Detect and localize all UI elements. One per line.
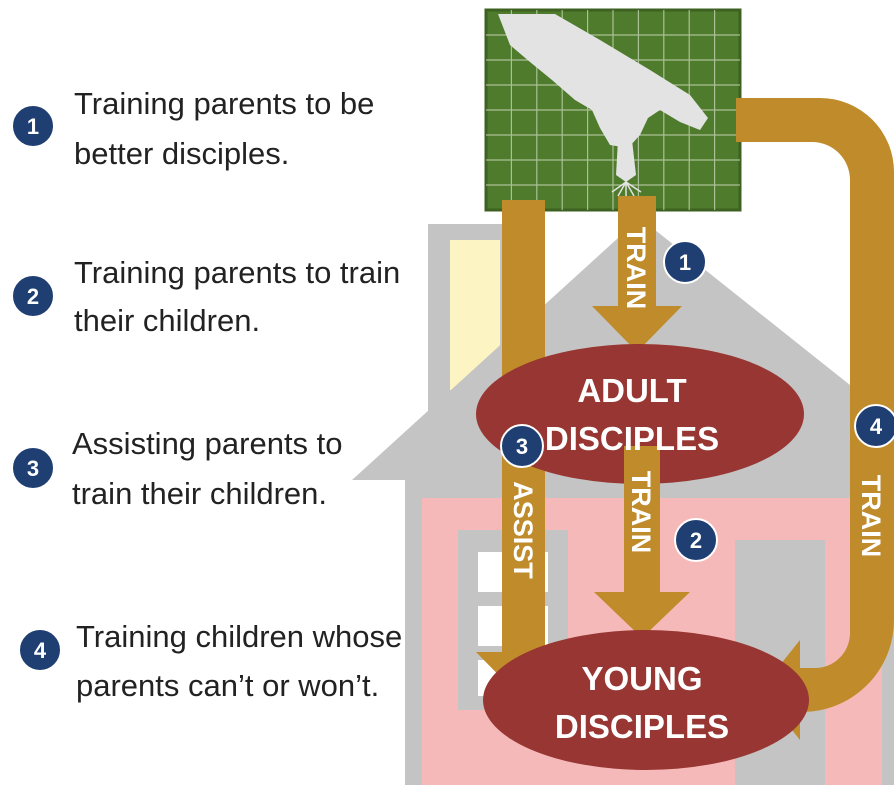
list-item-3-line2: train their children. bbox=[72, 476, 327, 511]
list-item-2-number: 2 bbox=[27, 284, 39, 309]
list-item-4-line1: Training children whose bbox=[76, 619, 402, 654]
list-item-1-line2: better disciples. bbox=[74, 136, 289, 171]
list-item-1-number: 1 bbox=[27, 114, 39, 139]
young-disciples-line1: YOUNG bbox=[581, 660, 702, 697]
young-disciples-line2: DISCIPLES bbox=[555, 708, 729, 745]
list-item-1: 1 Training parents to be better disciple… bbox=[11, 86, 374, 171]
adult-disciples-line2: DISCIPLES bbox=[545, 420, 719, 457]
list-item-2-line2: their children. bbox=[74, 303, 260, 338]
list-item-4: 4 Training children whose parents can’t … bbox=[18, 619, 402, 703]
hand-icon bbox=[498, 14, 708, 148]
train-arrow-2 bbox=[594, 446, 690, 638]
arrow-2-label: TRAIN bbox=[626, 471, 656, 554]
arrow-4-label: TRAIN bbox=[856, 475, 886, 558]
svg-text:3: 3 bbox=[516, 434, 528, 459]
arrow-1-label: TRAIN bbox=[621, 227, 651, 310]
list-item-2: 2 Training parents to train their childr… bbox=[11, 255, 400, 338]
svg-text:1: 1 bbox=[679, 250, 691, 275]
planting-hand-image bbox=[484, 8, 742, 212]
arrow-3-label: ASSIST bbox=[508, 481, 538, 579]
arrow-2-badge: 2 bbox=[674, 518, 718, 562]
list-item-4-line2: parents can’t or won’t. bbox=[76, 668, 379, 703]
roots-icon bbox=[611, 181, 642, 198]
list-item-3: 3 Assisting parents to train their child… bbox=[11, 426, 343, 511]
train-arrow-1 bbox=[592, 196, 682, 352]
list-item-4-number: 4 bbox=[34, 638, 47, 663]
list-item-3-number: 3 bbox=[27, 456, 39, 481]
seed-icon bbox=[616, 140, 636, 182]
arrow-4-badge: 4 bbox=[854, 404, 894, 448]
adult-disciples-line1: ADULT bbox=[577, 372, 686, 409]
svg-text:4: 4 bbox=[870, 414, 883, 439]
arrow-3-badge: 3 bbox=[500, 424, 544, 468]
list-item-1-line1: Training parents to be bbox=[74, 86, 374, 121]
young-disciples-node bbox=[483, 630, 809, 770]
list-item-3-line1: Assisting parents to bbox=[72, 426, 343, 461]
arrow-1-badge: 1 bbox=[663, 240, 707, 284]
svg-text:2: 2 bbox=[690, 528, 702, 553]
list-item-2-line1: Training parents to train bbox=[74, 255, 400, 290]
adult-disciples-node bbox=[476, 344, 804, 484]
train-arrow-4 bbox=[736, 98, 894, 740]
